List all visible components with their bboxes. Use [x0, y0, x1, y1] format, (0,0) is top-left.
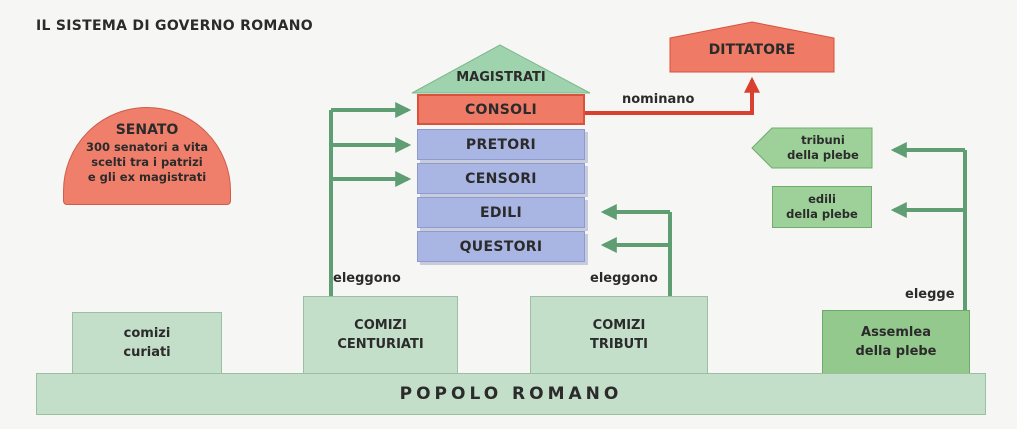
senate-desc-1: 300 senatori a vita	[85, 140, 209, 154]
senate-desc-2: scelti tra i patrizi	[91, 155, 203, 169]
comizi-tributi-box: COMIZI TRIBUTI	[530, 296, 708, 374]
nominano-arrow	[585, 76, 760, 115]
magistrati-roof	[411, 44, 591, 94]
pretori-block: PRETORI	[417, 129, 585, 160]
comizi-centuriati-box: COMIZI CENTURIATI	[303, 296, 458, 374]
eleggono-centuriati-label: eleggono	[333, 271, 401, 286]
assemblea-plebe-box: Assemlea della plebe	[822, 310, 970, 374]
tribuni-shape	[751, 127, 873, 169]
tributi-line2: TRIBUTI	[590, 337, 648, 352]
nominano-label: nominano	[622, 92, 695, 107]
centuriati-line1: COMIZI	[354, 318, 407, 333]
tribuni-plebe: tribuni della plebe	[775, 129, 871, 167]
eleggono-tributi-label: eleggono	[590, 271, 658, 286]
edili-block: EDILI	[417, 197, 585, 228]
tribuni-line1: tribuni	[801, 133, 845, 147]
edili-plebe: edili della plebe	[772, 186, 872, 228]
edili-plebe-line1: edili	[808, 192, 836, 206]
popolo-romano-base: POPOLO ROMANO	[36, 373, 986, 415]
censori-block: CENSORI	[417, 163, 585, 194]
curiati-line1: comizi	[123, 326, 171, 341]
curiati-line2: curiati	[123, 345, 171, 360]
questori-block: QUESTORI	[417, 231, 585, 262]
dittatore-label: DITTATORE	[708, 42, 796, 58]
centuriati-line2: CENTURIATI	[337, 337, 424, 352]
tribuni-line2: della plebe	[787, 148, 859, 162]
senate-dome: SENATO 300 senatori a vita scelti tra i …	[63, 107, 231, 205]
plebe-line1: Assemlea	[861, 325, 931, 340]
tributi-line1: COMIZI	[592, 318, 646, 333]
comizi-curiati-box: comizi curiati	[72, 312, 222, 374]
dittatore-shape	[669, 21, 835, 73]
edili-plebe-line2: della plebe	[786, 207, 858, 221]
plebe-line2: della plebe	[855, 344, 937, 359]
magistrati-header: MAGISTRATI	[456, 70, 546, 85]
senate-title: SENATO	[115, 122, 179, 138]
consoli-block: CONSOLI	[417, 94, 585, 125]
senate-desc-3: e gli ex magistrati	[87, 170, 207, 184]
diagram-title: IL SISTEMA DI GOVERNO ROMANO	[36, 18, 313, 34]
elegge-plebe-label: elegge	[905, 287, 955, 302]
